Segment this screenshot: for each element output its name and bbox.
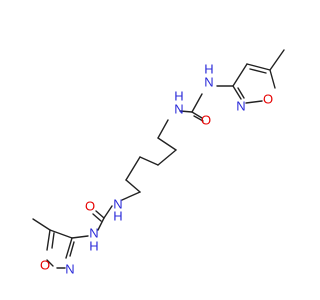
bond [191, 93, 203, 113]
bond-lines [32, 49, 285, 269]
atom-label-o: O [201, 112, 211, 127]
bond [269, 69, 276, 89]
atom-label-h: H [174, 88, 183, 103]
bond [97, 217, 105, 231]
atom-label-n: N [89, 225, 98, 240]
atom-label-h: H [89, 238, 98, 253]
atom-label-o: O [263, 91, 273, 106]
bond [92, 213, 102, 222]
bond [32, 218, 51, 231]
bond [95, 210, 105, 219]
atom-labels: N H N H O N O N H O N H N O [40, 61, 273, 276]
bond [232, 63, 248, 87]
atom-label-h: H [204, 61, 213, 76]
atom-label-n: N [65, 261, 74, 276]
atom-label-n: N [174, 101, 183, 116]
atom-label-o: O [85, 198, 95, 213]
bond [245, 100, 263, 104]
bond [157, 149, 177, 166]
bond [157, 137, 177, 151]
bond [269, 49, 285, 71]
bond [65, 237, 73, 259]
bond [125, 179, 141, 193]
bond [121, 191, 141, 201]
atom-label-n: N [113, 196, 122, 211]
bond [237, 87, 245, 99]
bond [46, 229, 51, 251]
bond [191, 111, 203, 119]
bond [103, 205, 113, 219]
bond [157, 119, 169, 139]
atom-label-o: O [40, 257, 50, 272]
bond [139, 156, 159, 166]
bond [51, 232, 55, 249]
bond [71, 235, 89, 239]
bond [246, 63, 271, 71]
bond [46, 259, 54, 267]
bond [193, 115, 204, 122]
atom-label-n: N [236, 98, 245, 113]
bond [249, 68, 267, 74]
bond [232, 85, 242, 100]
atom-label-n: N [204, 74, 213, 89]
bond [125, 156, 141, 181]
bond [49, 229, 73, 239]
atom-label-h: H [113, 208, 122, 223]
bond [179, 110, 193, 113]
molecule-structure-diagram: N H N H O N O N H O N H N O [32, 49, 285, 276]
bond [69, 241, 75, 257]
